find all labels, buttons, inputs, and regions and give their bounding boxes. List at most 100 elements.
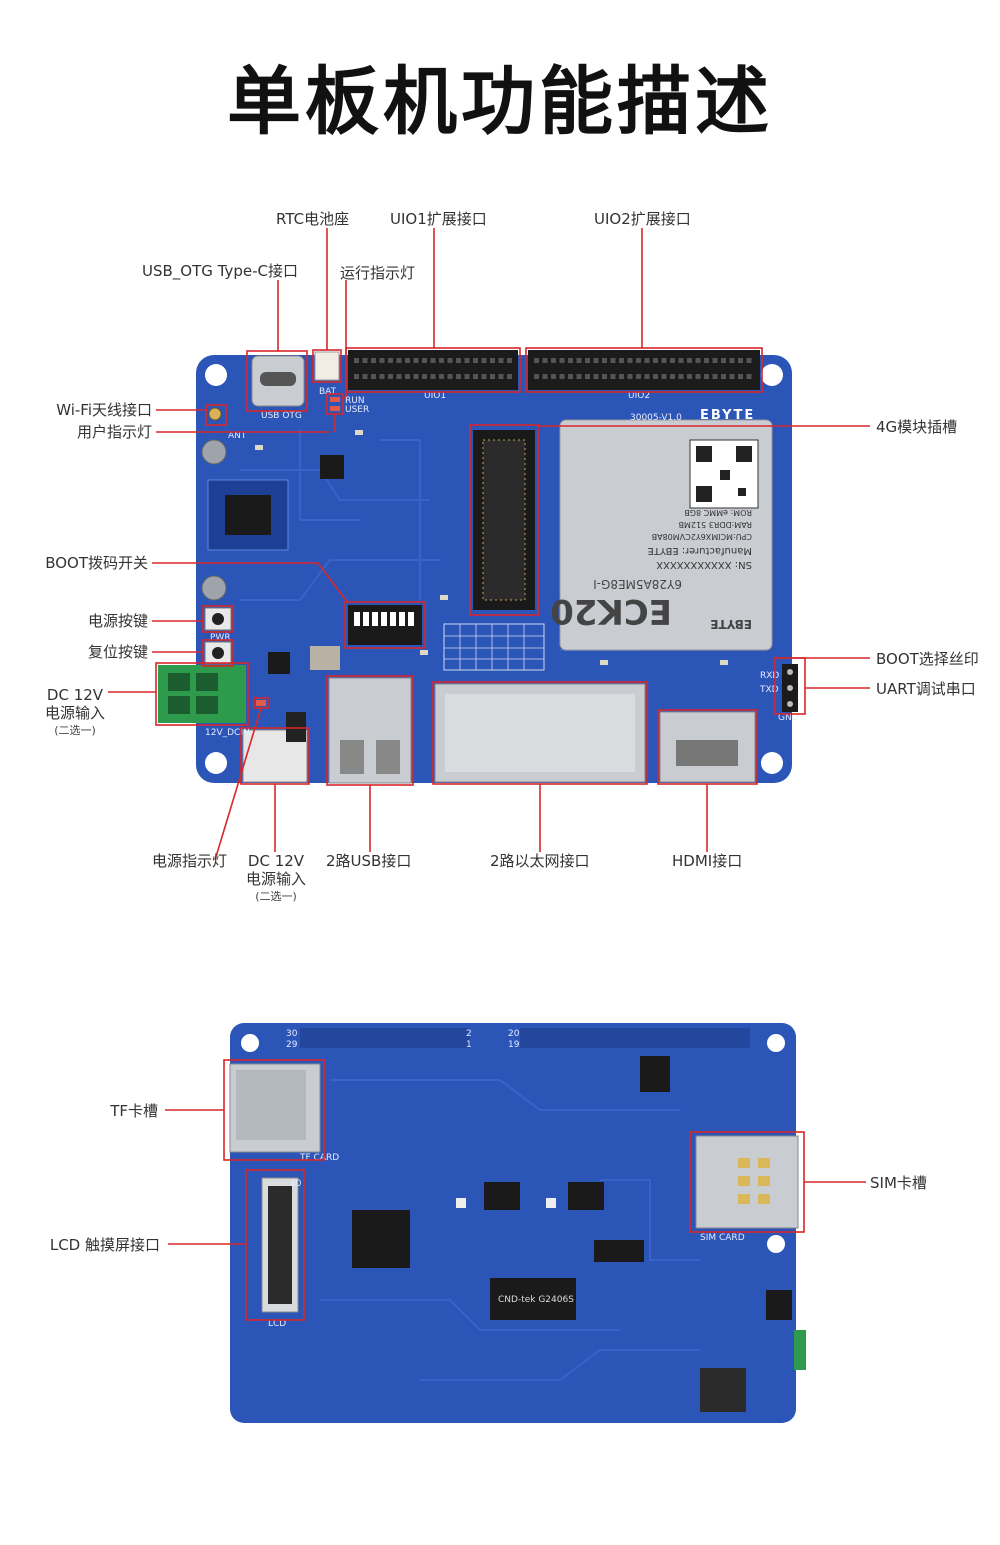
label-user-led: 用户指示灯	[76, 423, 152, 441]
label-dc-terminal-2: 电源输入	[44, 704, 105, 722]
header-pin	[473, 374, 478, 379]
silk-usb-otg: USB OTG	[261, 411, 302, 421]
header-pin	[490, 374, 495, 379]
silk-dcin: 12V_DCIN	[205, 728, 250, 738]
header-pin	[371, 374, 376, 379]
header-pin	[534, 358, 539, 363]
header-pin	[464, 358, 470, 363]
header-pin	[498, 358, 504, 363]
silk-sim-card: SIM CARD	[700, 1233, 745, 1243]
silk-pin19: 19	[508, 1040, 520, 1050]
header-pin	[422, 374, 427, 379]
header-pin	[653, 374, 658, 379]
header-pin	[576, 374, 582, 379]
header-pin	[678, 374, 684, 379]
silk-brand: EBYTE	[700, 408, 755, 423]
silk-bat: BAT	[319, 387, 337, 397]
header-pin	[585, 374, 590, 379]
header-pin	[371, 358, 376, 363]
header-pin	[362, 374, 368, 379]
header-pin	[439, 374, 444, 379]
label-lcd: LCD 触摸屏接口	[49, 1236, 160, 1254]
header-pin	[746, 374, 752, 379]
header-pin	[396, 374, 402, 379]
header-pin	[670, 358, 675, 363]
header-pin	[379, 358, 385, 363]
page-title: 单板机功能描述	[227, 59, 773, 145]
header-pin	[413, 374, 419, 379]
header-pin	[610, 374, 616, 379]
header-pin	[704, 374, 709, 379]
header-pin	[746, 358, 752, 363]
label-run-led: 运行指示灯	[340, 264, 416, 282]
mount-hole	[205, 364, 227, 386]
label-uart: UART调试串口	[876, 680, 976, 698]
module-ram: RAM:DDR3 512MB	[679, 520, 752, 529]
bottom-board	[229, 1023, 806, 1423]
module-manufacturer: Manufacturer: EBYTE	[647, 545, 752, 556]
silk-gnd: GND	[778, 713, 799, 723]
header-pin	[559, 374, 565, 379]
label-ethernet: 2路以太网接口	[490, 852, 590, 870]
header-pin	[456, 374, 461, 379]
header-pin	[405, 358, 410, 363]
header-pin	[430, 374, 436, 379]
header-pin	[721, 374, 726, 379]
header-pin	[636, 358, 641, 363]
header-pin	[721, 358, 726, 363]
silk-pin2: 2	[466, 1029, 472, 1039]
rtc-battery-holder	[314, 351, 340, 381]
header-pin	[619, 358, 624, 363]
header-pin	[551, 358, 556, 363]
header-pin	[456, 358, 461, 363]
silk-uio1: UIO1	[424, 391, 446, 401]
header-pin	[388, 374, 393, 379]
label-rtc: RTC电池座	[276, 210, 350, 228]
header-pin	[687, 374, 692, 379]
header-pin	[405, 374, 410, 379]
standoff-screw	[201, 575, 227, 601]
header-pin	[413, 358, 419, 363]
header-pin	[704, 358, 709, 363]
silk-run: RUN	[345, 396, 365, 406]
header-pin	[695, 358, 701, 363]
header-pin	[507, 374, 512, 379]
header-pin	[644, 358, 650, 363]
header-pin	[542, 374, 548, 379]
header-pin	[627, 374, 633, 379]
label-dc-jack-1: DC 12V	[247, 852, 305, 870]
silk-pwr: PWR	[210, 633, 231, 643]
header-pin	[447, 374, 453, 379]
module-model: ECK20	[550, 591, 672, 631]
header-pin	[585, 358, 590, 363]
header-pin	[568, 358, 573, 363]
chip	[352, 1210, 410, 1268]
wifi-antenna-connector	[208, 407, 222, 421]
header-pin	[430, 358, 436, 363]
ethernet-phy-chip	[490, 1278, 576, 1320]
mount-hole	[205, 752, 227, 774]
header-pin	[490, 358, 495, 363]
label-dc-jack-3: (二选一)	[255, 890, 297, 903]
label-dc-jack-2: 电源输入	[245, 870, 306, 888]
header-pin	[354, 374, 359, 379]
label-reset-key: 复位按键	[87, 643, 148, 661]
header-pin	[498, 374, 504, 379]
silk-pin40: 40	[290, 1179, 302, 1189]
header-pin	[354, 358, 359, 363]
header-pin	[447, 358, 453, 363]
standoff-screw	[201, 439, 227, 465]
header-pin	[534, 374, 539, 379]
silk-tf-card: TF CARD	[299, 1153, 339, 1163]
silk-uio2: UIO2	[628, 391, 650, 401]
label-dc-terminal-3: (二选一)	[54, 724, 96, 737]
uio2-header	[528, 350, 760, 390]
header-pin	[712, 374, 718, 379]
module-rom: ROM: eMMC 8GB	[684, 508, 752, 517]
header-pin	[636, 374, 641, 379]
module-cpu: CPU:MCIMX6Y2CVM08AB	[652, 532, 752, 541]
header-pin	[738, 374, 743, 379]
header-pin	[542, 358, 548, 363]
silk-version: 30005-V1.0	[630, 413, 682, 423]
